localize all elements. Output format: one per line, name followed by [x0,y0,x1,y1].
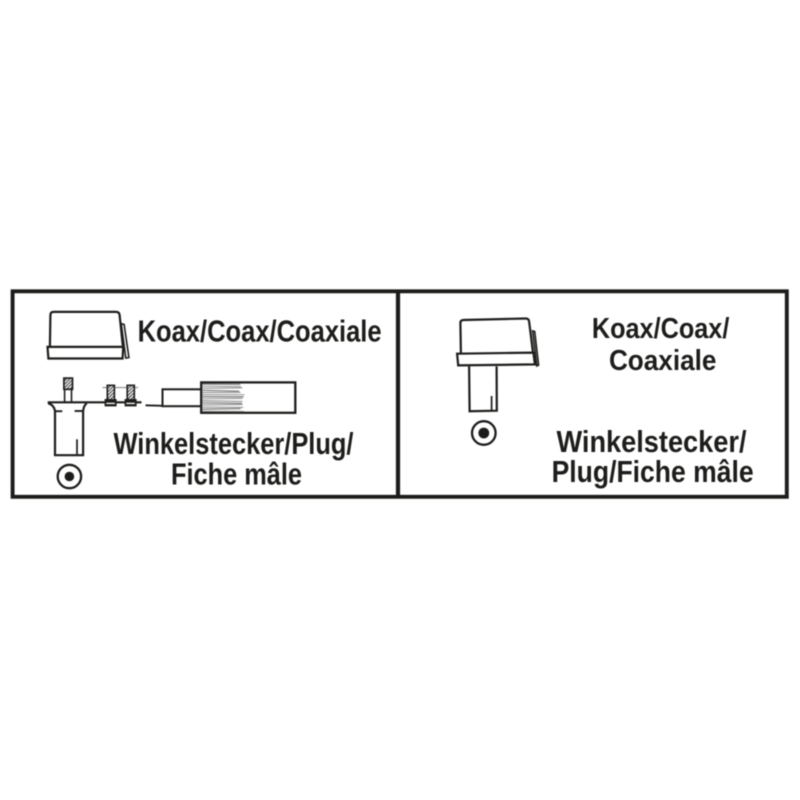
svg-text:Winkelstecker/: Winkelstecker/ [557,425,747,459]
svg-text:Coaxiale: Coaxiale [609,345,717,377]
svg-text:Winkelstecker/Plug/: Winkelstecker/Plug/ [114,426,354,461]
svg-text:Koax/Coax/: Koax/Coax/ [592,313,730,345]
svg-text:Fiche mâle: Fiche mâle [171,456,302,491]
svg-text:Plug/Fiche mâle: Plug/Fiche mâle [552,455,754,489]
svg-text:Koax/Coax/Coaxiale: Koax/Coax/Coaxiale [138,313,382,348]
